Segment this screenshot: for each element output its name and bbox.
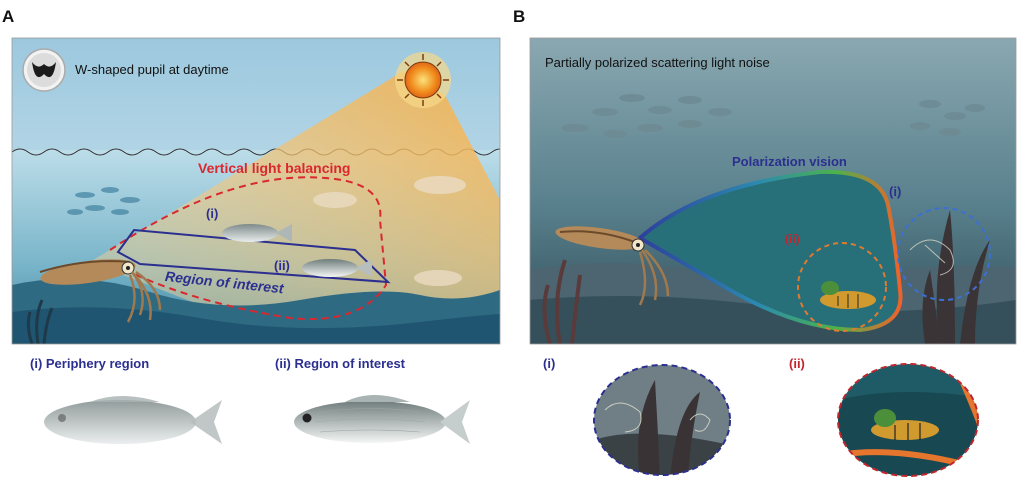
zoom-ii-caption: (ii) [789, 356, 805, 371]
panel-a-scene [12, 38, 500, 344]
seaweed [542, 259, 582, 344]
zoom-circle-ii [837, 363, 979, 477]
noise-caption: Partially polarized scattering light noi… [545, 55, 770, 70]
zoom-i-caption: (i) [543, 356, 556, 371]
light-balancing-label: Vertical light balancing [198, 160, 351, 176]
label-i-a: (i) [206, 206, 219, 221]
region-of-interest-caption: (ii) Region of interest [275, 356, 405, 371]
pupil-caption: W-shaped pupil at daytime [75, 62, 229, 77]
panel-b-scene [530, 38, 1016, 344]
zoom-circle-i [593, 364, 731, 476]
seaweed [26, 299, 54, 344]
periphery-region-caption: (i) Periphery region [30, 356, 150, 371]
cuttlefish [39, 259, 162, 323]
panel-a-letter: A [2, 7, 15, 26]
roi-fish-image [294, 395, 470, 444]
fish-region-of-interest [302, 259, 372, 277]
label-i-b: (i) [889, 184, 902, 199]
seaweed-right [922, 210, 990, 344]
light-balancing-boundary [109, 176, 388, 320]
background-fish [313, 176, 466, 286]
sunlight-beam [90, 70, 500, 344]
panel-b-letter: B [513, 7, 526, 26]
w-shaped-pupil-icon [22, 48, 66, 92]
fish-school [67, 187, 140, 215]
focus-circle-i [897, 207, 991, 301]
sun-icon [395, 52, 451, 108]
fish-periphery [222, 224, 292, 242]
label-ii-b: (ii) [785, 232, 800, 246]
fish-school [561, 94, 985, 138]
periphery-fish-image [44, 396, 222, 444]
mantis-shrimp [820, 281, 876, 309]
label-ii-a: (ii) [274, 258, 290, 273]
focus-circle-ii [797, 242, 887, 332]
polarization-vision-label: Polarization vision [732, 154, 847, 169]
cuttlefish [555, 226, 670, 306]
